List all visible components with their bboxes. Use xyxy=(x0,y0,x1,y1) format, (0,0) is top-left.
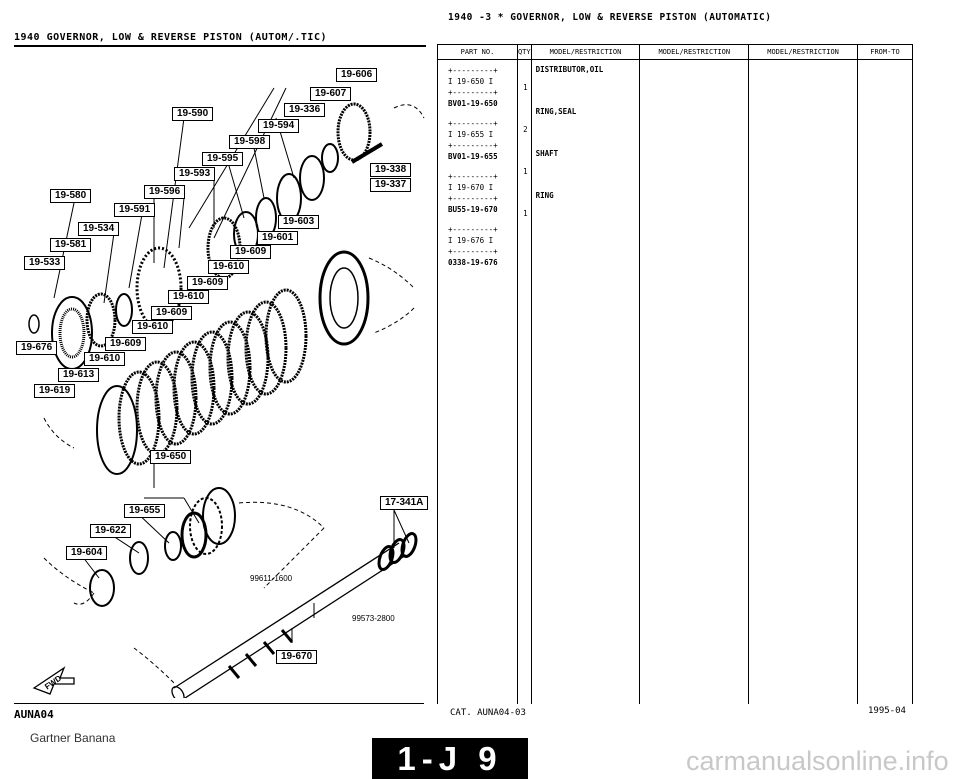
from-to-cell xyxy=(856,59,914,704)
callout-19-655: 19-655 xyxy=(124,504,166,518)
callout-19-594: 19-594 xyxy=(258,119,300,133)
site-watermark: carmanualsonline.info xyxy=(686,746,949,776)
col-model-restriction-1: MODEL/RESTRICTION xyxy=(530,44,641,60)
callout-19-607: 19-607 xyxy=(310,87,352,101)
description-value: DISTRIBUTOR,OIL xyxy=(535,65,604,74)
qty-value: 1 xyxy=(523,209,528,218)
callout-19-580: 19-580 xyxy=(50,189,92,203)
description-value: RING xyxy=(535,191,554,200)
diagram-code: AUNA04 xyxy=(14,708,54,721)
header-divider xyxy=(14,45,426,47)
callout-19-596: 19-596 xyxy=(144,185,186,199)
qty-value: 1 xyxy=(523,167,528,176)
watermark-text: Gartner Banana xyxy=(30,731,116,745)
callout-19-601: 19-601 xyxy=(257,231,299,245)
description-value: RING,SEAL xyxy=(535,107,577,116)
right-page-title: 1940 -3 * GOVERNOR, LOW & REVERSE PISTON… xyxy=(448,12,772,23)
callout-19-581: 19-581 xyxy=(50,238,92,252)
list-item: +---------+I 19-655 I+---------+BV01-19-… xyxy=(448,119,498,161)
callout-19-591: 19-591 xyxy=(114,203,156,217)
col-from-to: FROM-TO xyxy=(856,44,914,60)
left-page-title: 1940 GOVERNOR, LOW & REVERSE PISTON (AUT… xyxy=(14,32,327,43)
callout-19-609-a: 19-609 xyxy=(230,245,272,259)
col-model-restriction-3: MODEL/RESTRICTION xyxy=(748,44,858,60)
part-number-cell: +---------+I 19-650 I+---------+BV01-19-… xyxy=(437,59,518,704)
callout-19-595: 19-595 xyxy=(202,152,244,166)
callout-19-593: 19-593 xyxy=(174,167,216,181)
callout-19-604: 19-604 xyxy=(66,546,108,560)
issue-date: 1995-04 xyxy=(868,706,906,716)
callout-19-534: 19-534 xyxy=(78,222,120,236)
description-cell: DISTRIBUTOR,OIL RING,SEAL SHAFT RING xyxy=(530,59,641,704)
callout-19-337: 19-337 xyxy=(370,178,412,192)
parts-table: PART NO. QTY MODEL/RESTRICTION MODEL/RES… xyxy=(437,44,914,704)
table-header-row: PART NO. QTY MODEL/RESTRICTION MODEL/RES… xyxy=(437,44,914,60)
callout-19-598: 19-598 xyxy=(229,135,271,149)
callout-19-590: 19-590 xyxy=(172,107,214,121)
qty-cell: 1 2 1 1 xyxy=(516,59,532,704)
callout-19-613: 19-613 xyxy=(58,368,100,382)
list-item: +---------+I 19-670 I+---------+BU55-19-… xyxy=(448,172,498,214)
shaft-drawing xyxy=(171,542,407,702)
list-item: +---------+I 19-676 I+---------+0338-19-… xyxy=(448,225,498,267)
qty-value: 2 xyxy=(523,125,528,134)
bolt-label-1: 99611-1600 xyxy=(250,574,293,583)
exploded-parts-diagram: 19-606 19-607 19-336 19-590 19-594 19-59… xyxy=(14,48,434,702)
col-model-restriction-2: MODEL/RESTRICTION xyxy=(639,44,750,60)
restriction-cell-3 xyxy=(748,59,858,704)
footer-divider xyxy=(14,703,424,704)
callout-19-609-d: 19-609 xyxy=(105,337,147,351)
callout-19-336: 19-336 xyxy=(284,103,326,117)
callout-19-622: 19-622 xyxy=(90,524,132,538)
callout-17-341A: 17-341A xyxy=(380,496,429,510)
col-part-no: PART NO. xyxy=(437,44,518,60)
callout-19-676: 19-676 xyxy=(16,341,58,355)
clutch-plate-stack xyxy=(96,250,370,475)
page-number: 1-J 9 xyxy=(372,738,528,779)
callout-19-338: 19-338 xyxy=(370,163,412,177)
callout-19-609-c: 19-609 xyxy=(151,306,193,320)
list-item: +---------+I 19-650 I+---------+BV01-19-… xyxy=(448,66,498,108)
callout-19-610-c: 19-610 xyxy=(132,320,174,334)
callout-19-533: 19-533 xyxy=(24,256,66,270)
col-qty: QTY xyxy=(516,44,532,60)
callout-19-650: 19-650 xyxy=(150,450,192,464)
fwd-arrow-icon xyxy=(32,666,75,695)
bolt-label-2: 99573-2800 xyxy=(352,614,395,623)
table-body-row: +---------+I 19-650 I+---------+BV01-19-… xyxy=(437,59,914,704)
callout-19-610-b: 19-610 xyxy=(168,290,210,304)
callout-19-603: 19-603 xyxy=(278,215,320,229)
callout-19-609-b: 19-609 xyxy=(187,276,229,290)
qty-value: 1 xyxy=(523,83,528,92)
catalog-number: CAT. AUNA04-03 xyxy=(450,708,526,718)
description-value: SHAFT xyxy=(535,149,559,158)
callout-19-610-d: 19-610 xyxy=(84,352,126,366)
restriction-cell-2 xyxy=(639,59,750,704)
callout-19-619: 19-619 xyxy=(34,384,76,398)
diagram-drawing xyxy=(28,87,425,702)
callout-19-670: 19-670 xyxy=(276,650,318,664)
callout-19-610-a: 19-610 xyxy=(208,260,250,274)
callout-19-606: 19-606 xyxy=(336,68,378,82)
